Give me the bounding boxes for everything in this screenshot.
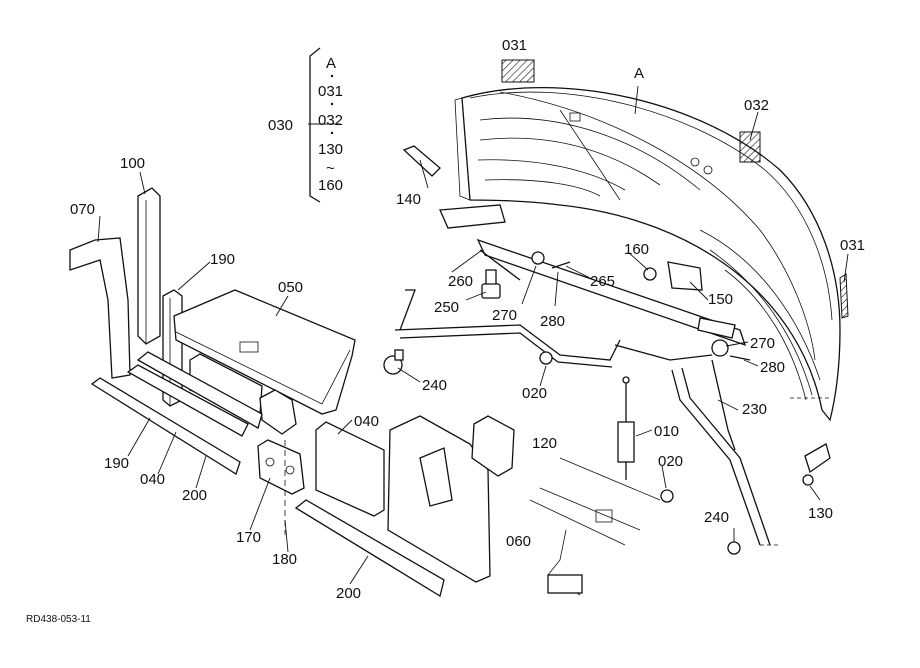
drawing-code: RD438-053-11 (26, 614, 91, 625)
label-031-side-sticker (839, 273, 849, 319)
label-270-center: 270 (492, 307, 517, 324)
label-040-right: 040 (354, 413, 379, 430)
block-b (259, 389, 297, 435)
label-120: 120 (532, 435, 557, 452)
strip-200-left (90, 377, 241, 475)
label-030: 030 (268, 117, 293, 134)
label-240-left: 240 (422, 377, 447, 394)
label-230: 230 (742, 401, 767, 418)
label-200-right: 200 (336, 585, 361, 602)
series-130: 130 (318, 141, 343, 158)
label-240-lower: 240 (704, 509, 729, 526)
panel-060 (387, 415, 491, 583)
label-031-sticker (501, 59, 535, 83)
block-040 (315, 421, 385, 517)
label-031-right: 031 (840, 237, 865, 254)
label-032: 032 (744, 97, 769, 114)
part-number-labels: 031 A 032 031 030 A 031 032 130 ~ 160 10… (26, 37, 865, 625)
label-010: 010 (654, 423, 679, 440)
nut-020 (539, 351, 553, 365)
block-small (471, 415, 515, 477)
label-160: 160 (624, 241, 649, 258)
label-032-sticker (739, 131, 761, 163)
label-a-hood: A (634, 65, 644, 82)
frame-120 (529, 457, 661, 596)
label-190-lower: 190 (104, 455, 129, 472)
label-150: 150 (708, 291, 733, 308)
series-032: 032 (318, 112, 343, 129)
strip-200-right (294, 499, 445, 598)
label-060: 060 (506, 533, 531, 550)
label-190-top: 190 (210, 251, 235, 268)
label-270-right: 270 (750, 335, 775, 352)
label-130: 130 (808, 505, 833, 522)
gas-spring-010 (617, 376, 635, 480)
label-031-top: 031 (502, 37, 527, 54)
label-280-right: 280 (760, 359, 785, 376)
strip-040-lower (126, 364, 249, 437)
strip-190 (136, 351, 263, 429)
label-180: 180 (272, 551, 297, 568)
label-070: 070 (70, 201, 95, 218)
post-100 (137, 187, 161, 345)
label-040-left: 040 (140, 471, 165, 488)
label-260: 260 (448, 273, 473, 290)
label-020-center: 020 (522, 385, 547, 402)
series-031: 031 (318, 83, 343, 100)
label-170: 170 (236, 529, 261, 546)
bolt-240-lower (727, 541, 741, 555)
series-bracket-030 (309, 47, 321, 203)
leader-lines (97, 85, 849, 585)
nut-020-lower (660, 489, 674, 503)
label-280-center: 280 (540, 313, 565, 330)
nut-160 (643, 267, 657, 281)
series-160: 160 (318, 177, 343, 194)
pad-070 (69, 237, 131, 379)
bolt-240 (383, 349, 404, 375)
label-050: 050 (278, 279, 303, 296)
label-265: 265 (590, 273, 615, 290)
series-tilde: ~ (326, 160, 335, 177)
label-140: 140 (396, 191, 421, 208)
series-a: A (326, 55, 336, 72)
catch-130 (804, 443, 831, 474)
bolt-250 (481, 269, 501, 299)
block-170 (257, 439, 305, 495)
stay-rod-230 (671, 369, 761, 546)
clip-280 (551, 261, 571, 269)
lid-050 (173, 289, 356, 415)
label-250: 250 (434, 299, 459, 316)
label-100: 100 (120, 155, 145, 172)
label-200-left: 200 (182, 487, 207, 504)
washer-270 (531, 251, 545, 265)
hinge-frame (394, 204, 747, 368)
pin-140 (402, 145, 441, 177)
label-020-lower: 020 (658, 453, 683, 470)
